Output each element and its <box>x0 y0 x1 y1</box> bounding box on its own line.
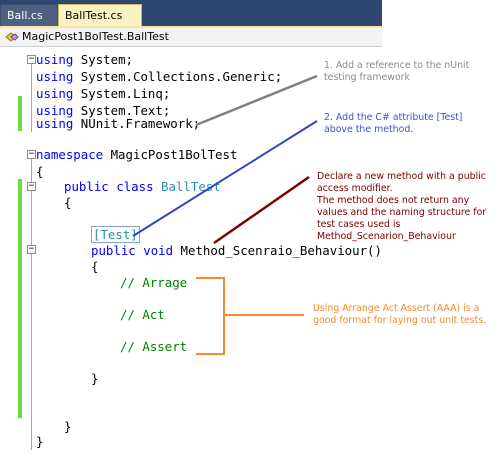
class-icon <box>5 32 19 42</box>
note-add-reference: 1. Add a reference to the nUnit testing … <box>324 60 469 84</box>
keyword-class: class <box>116 179 154 194</box>
test-attribute: [Test] <box>91 226 140 243</box>
outline-line-usings <box>31 60 32 132</box>
namespace-ref: System.Linq; <box>73 86 171 101</box>
change-bar-body <box>18 179 22 418</box>
note-line: good format for laying out unit tests. <box>313 315 487 326</box>
code-line-test-attribute[interactable]: [Test] <box>91 226 140 243</box>
keyword-using: using <box>36 69 74 84</box>
note-line: Method_Scenarion_Behaviour <box>317 231 456 242</box>
namespace-name: MagicPost1BolTest <box>103 147 238 162</box>
outline-line-namespace <box>31 158 32 450</box>
code-line-class-close[interactable]: } <box>64 418 71 435</box>
code-line-namespace[interactable]: namespace MagicPost1BolTest <box>36 146 237 163</box>
red-annotation-line <box>213 175 310 245</box>
namespace-ref: System; <box>73 52 133 67</box>
blue-annotation-line <box>132 120 318 237</box>
fold-toggle-namespace[interactable]: − <box>27 149 36 159</box>
keyword-void: void <box>143 243 174 258</box>
note-line: 2. Add the C# attribute [Test] <box>324 112 463 123</box>
note-line: test cases used is <box>317 219 401 230</box>
keyword-using: using <box>36 103 74 118</box>
open-brace: { <box>64 195 72 210</box>
open-brace: { <box>91 259 99 274</box>
namespace-ref: System.Collections.Generic; <box>73 69 283 84</box>
note-line: 1. Add a reference to the nUnit <box>324 60 470 71</box>
comment-arrange: // Arrage <box>120 275 188 290</box>
code-line-comment-arrange[interactable]: // Arrage <box>120 274 187 291</box>
code-line-method-close[interactable]: } <box>91 370 98 387</box>
note-line: Using Arrange Act Assert (AAA) is a <box>313 303 480 314</box>
note-declare-method: Declare a new method with a public acces… <box>317 171 486 243</box>
code-line-using-text[interactable]: using System.Text; <box>36 102 170 119</box>
open-brace: { <box>36 164 44 179</box>
comment-assert: // Assert <box>120 339 188 354</box>
note-line: The method does not return any <box>317 195 470 206</box>
grey-annotation-line <box>195 74 318 127</box>
code-line-method-open[interactable]: { <box>91 258 98 275</box>
code-line-namespace-close[interactable]: } <box>36 433 43 450</box>
code-line-method-signature[interactable]: public void Method_Scenraio_Behaviour() <box>91 242 382 259</box>
code-line-comment-assert[interactable]: // Assert <box>120 338 187 355</box>
keyword-public: public <box>64 179 109 194</box>
tab-balltest-cs[interactable]: BallTest.cs <box>58 4 142 27</box>
type-navigation-bar[interactable]: MagicPost1BolTest.BallTest <box>0 28 382 47</box>
tab-underline <box>0 26 382 28</box>
namespace-ref: NUnit.Framework; <box>73 116 201 131</box>
note-line: above the method. <box>324 124 414 135</box>
fold-toggle-method[interactable]: − <box>27 244 36 254</box>
code-line-class-open[interactable]: { <box>64 194 71 211</box>
code-line-using-collections[interactable]: using System.Collections.Generic; <box>36 68 282 85</box>
navigation-type-label: MagicPost1BolTest.BallTest <box>22 30 169 43</box>
code-line-using-system[interactable]: using System; <box>36 51 133 68</box>
namespace-ref: System.Text; <box>73 103 171 118</box>
method-signature: Method_Scenraio_Behaviour() <box>173 243 382 258</box>
close-brace: } <box>36 434 44 449</box>
code-line-using-nunit[interactable]: using NUnit.Framework; <box>36 115 200 132</box>
keyword-using: using <box>36 52 74 67</box>
fold-toggle-usings[interactable]: − <box>27 54 36 64</box>
keyword-using: using <box>36 116 74 131</box>
close-brace: } <box>64 419 72 434</box>
note-aaa-format: Using Arrange Act Assert (AAA) is a good… <box>313 303 486 327</box>
orange-bracket <box>196 277 225 355</box>
change-bar-usings <box>18 96 22 131</box>
code-line-using-linq[interactable]: using System.Linq; <box>36 85 170 102</box>
code-line-namespace-open[interactable]: { <box>36 163 43 180</box>
note-add-attribute: 2. Add the C# attribute [Test] above the… <box>324 112 462 136</box>
close-brace: } <box>91 371 99 386</box>
code-line-comment-act[interactable]: // Act <box>120 306 165 323</box>
note-line: testing framework <box>324 72 410 83</box>
fold-toggle-class[interactable]: − <box>27 181 36 191</box>
comment-act: // Act <box>120 307 165 322</box>
keyword-public: public <box>91 243 136 258</box>
keyword-namespace: namespace <box>36 147 104 162</box>
note-line: values and the naming structure for <box>317 207 487 218</box>
keyword-using: using <box>36 86 74 101</box>
document-tab-strip: Ball.cs BallTest.cs <box>0 0 496 28</box>
note-line: Declare a new method with a public <box>317 171 486 182</box>
note-line: access modifier. <box>317 183 393 194</box>
